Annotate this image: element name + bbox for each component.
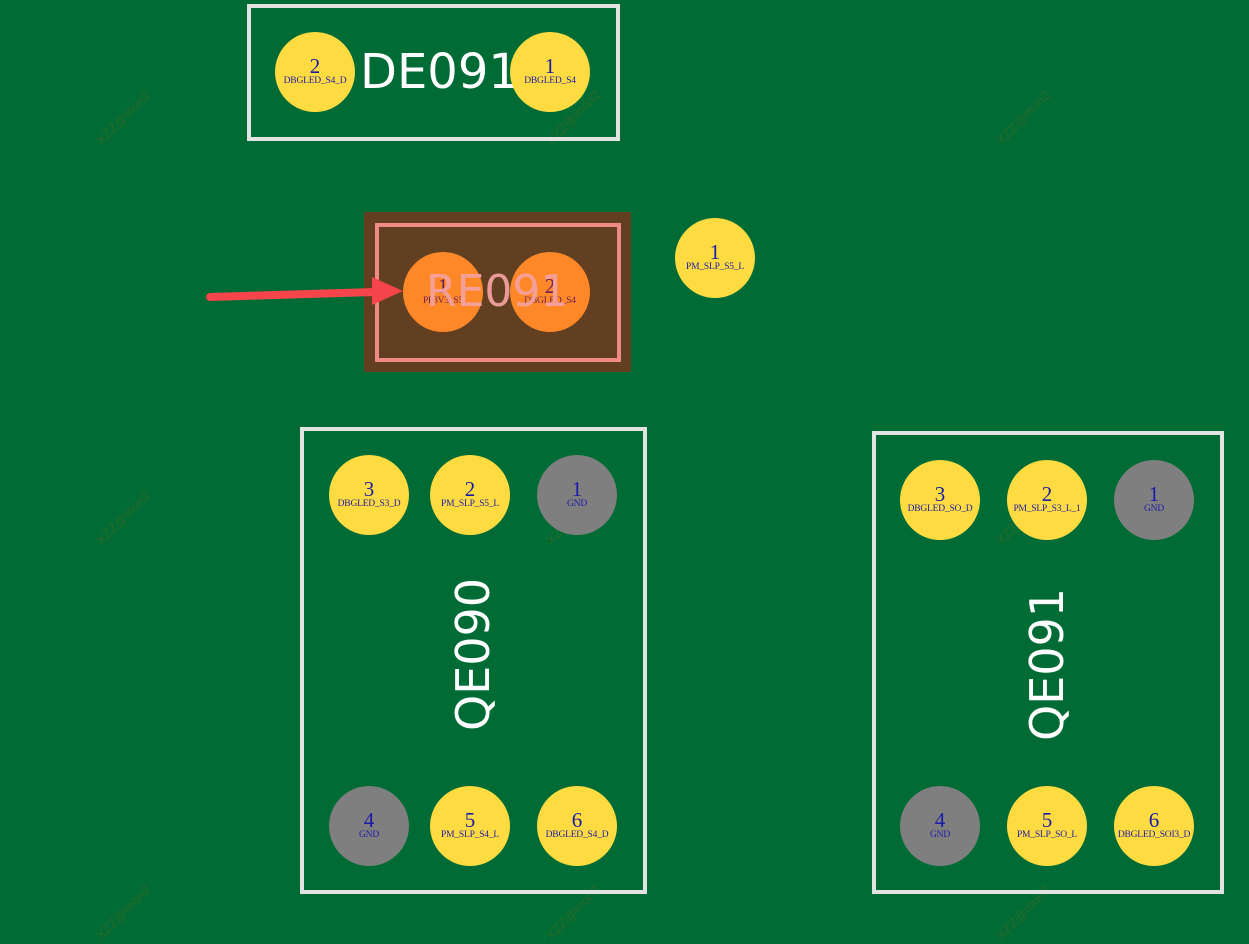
pad-number: 3 bbox=[363, 477, 375, 501]
refdes-label: QE090 bbox=[446, 577, 500, 731]
pad[interactable]: 5 PM_SLP_S4_L bbox=[430, 786, 510, 866]
pad-net: DBGLED_SO_D bbox=[907, 504, 973, 514]
component-outline bbox=[872, 431, 1224, 894]
pad[interactable]: 5 PM_SLP_SO_L bbox=[1007, 786, 1087, 866]
pad[interactable]: 4 GND bbox=[329, 786, 409, 866]
pad-number: 6 bbox=[1148, 808, 1160, 832]
pad-net: DBGLED_S4_D bbox=[283, 76, 347, 86]
pad-number: 6 bbox=[571, 808, 583, 832]
pad-number: 4 bbox=[363, 808, 375, 832]
standalone-pad[interactable]: 1 PM_SLP_S5_L bbox=[675, 218, 755, 298]
pad[interactable]: 6 DBGLED_SOI3_D bbox=[1114, 786, 1194, 866]
pad-net: PM_SLP_S5_L bbox=[441, 499, 499, 509]
pad-number: 5 bbox=[464, 808, 476, 832]
pad-number: 1 bbox=[1148, 482, 1160, 506]
pad-number: 3 bbox=[934, 482, 946, 506]
pad[interactable]: 3 DBGLED_S3_D bbox=[329, 455, 409, 535]
pad-net: PM_SLP_S5_L bbox=[686, 262, 744, 272]
pad-net: GND bbox=[359, 830, 379, 840]
pad-net: DBGLED_S3_D bbox=[337, 499, 401, 509]
pad-number: 2 bbox=[1041, 482, 1053, 506]
pad[interactable]: 4 GND bbox=[900, 786, 980, 866]
pad-net: PM_SLP_S4_L bbox=[441, 830, 499, 840]
pad-number: 1 bbox=[571, 477, 583, 501]
pad-net: DBGLED_S4 bbox=[524, 76, 576, 86]
pad-number: 2 bbox=[464, 477, 476, 501]
pad-net: GND bbox=[567, 499, 587, 509]
pad-number: 5 bbox=[1041, 808, 1053, 832]
pad[interactable]: 2 DBGLED_S4_D bbox=[275, 32, 355, 112]
pad-net: DBGLED_SOI3_D bbox=[1117, 830, 1191, 840]
pad-number: 1 bbox=[544, 54, 556, 78]
pad[interactable]: 2 DBGLED_S4 bbox=[510, 252, 590, 332]
component-outline bbox=[247, 4, 620, 141]
pad[interactable]: 1 DBGLED_S4 bbox=[510, 32, 590, 112]
pad-net: DBGLED_S4_D bbox=[545, 830, 609, 840]
refdes-label: RE091 bbox=[426, 266, 569, 317]
pad[interactable]: 2 PM_SLP_S3_L_1 bbox=[1007, 460, 1087, 540]
pad[interactable]: 2 PM_SLP_S5_L bbox=[430, 455, 510, 535]
pad-number: 1 bbox=[709, 240, 721, 264]
pad[interactable]: 1 PP3V3_S5 bbox=[403, 252, 483, 332]
refdes-label: DE091 bbox=[360, 44, 519, 100]
pad-number: 4 bbox=[934, 808, 946, 832]
pad-net: PP3V3_S5 bbox=[422, 296, 464, 306]
refdes-label: QE091 bbox=[1020, 587, 1074, 741]
pad[interactable]: 3 DBGLED_SO_D bbox=[900, 460, 980, 540]
component-outline bbox=[300, 427, 647, 894]
pad[interactable]: 1 GND bbox=[537, 455, 617, 535]
pad-number: 2 bbox=[544, 274, 556, 298]
pad[interactable]: 6 DBGLED_S4_D bbox=[537, 786, 617, 866]
pad-net: PM_SLP_SO_L bbox=[1016, 830, 1078, 840]
pad-net: GND bbox=[930, 830, 950, 840]
pad-net: PM_SLP_S3_L_1 bbox=[1013, 504, 1081, 514]
pad-number: 2 bbox=[309, 54, 321, 78]
pad-net: GND bbox=[1144, 504, 1164, 514]
pad-net: DBGLED_S4 bbox=[524, 296, 576, 306]
pad[interactable]: 1 GND bbox=[1114, 460, 1194, 540]
pad-number: 1 bbox=[437, 274, 449, 298]
